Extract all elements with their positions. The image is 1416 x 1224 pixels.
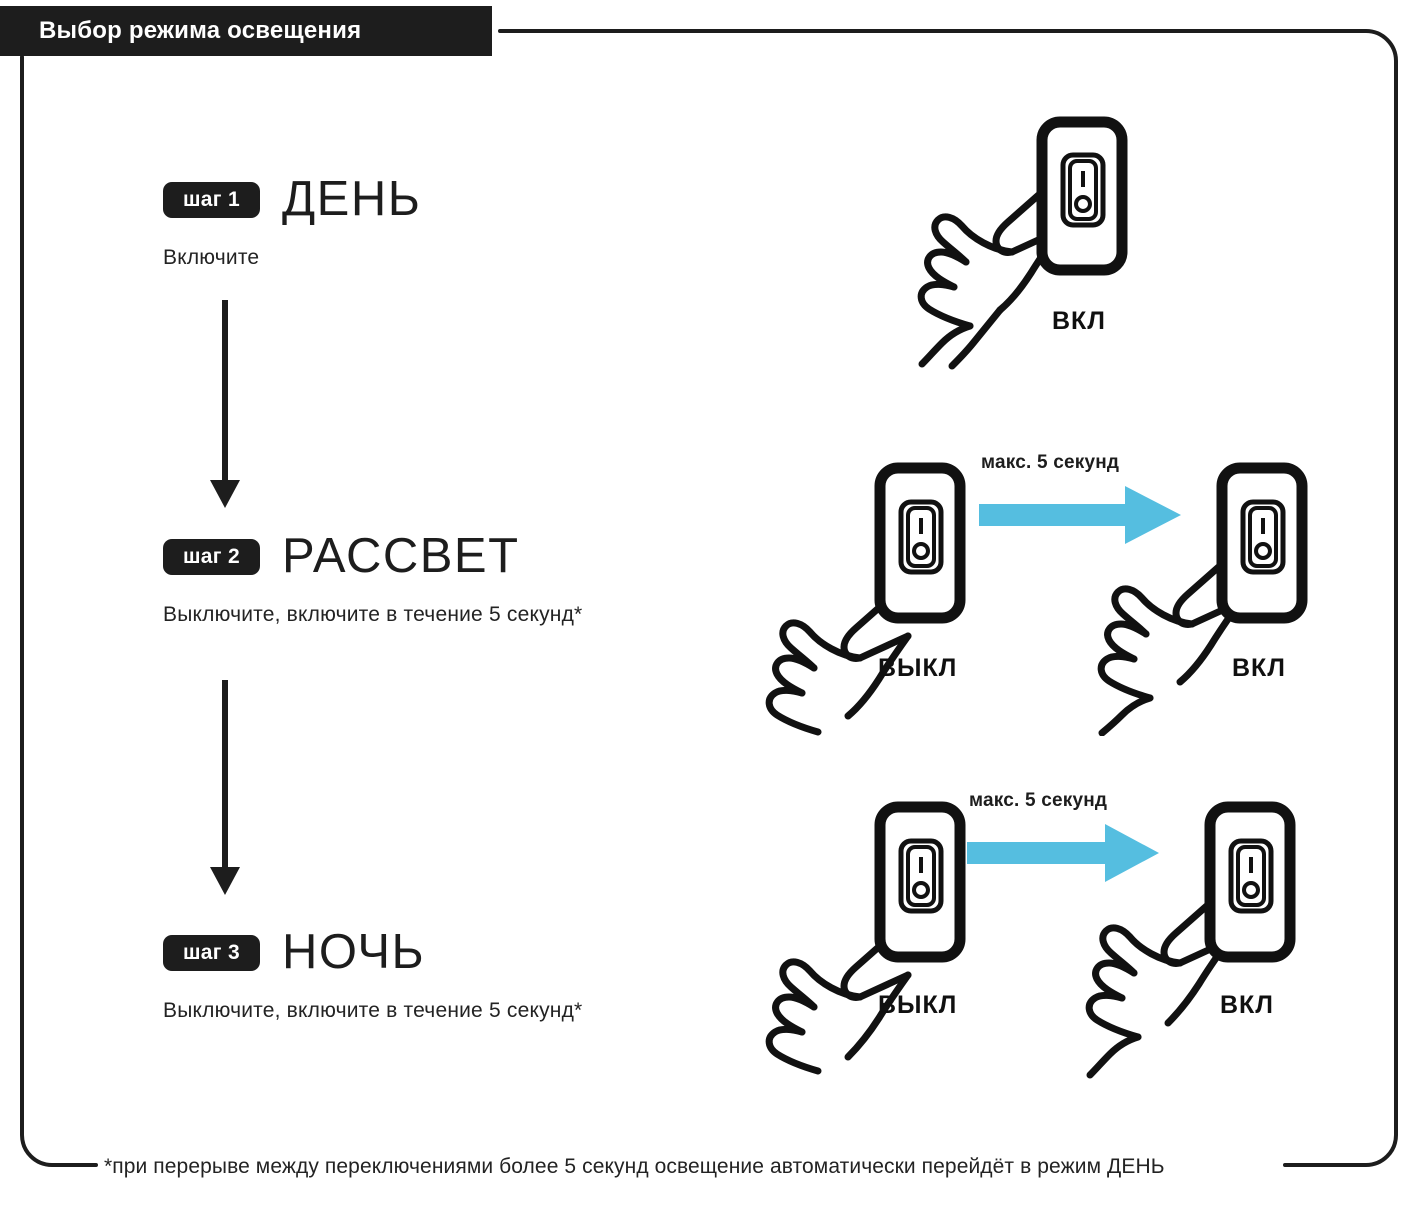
hand-pressing-switch-off <box>765 462 966 736</box>
switch-off-circle-icon <box>912 542 930 560</box>
switch-state-label-row2-right: ВКЛ <box>1232 654 1286 682</box>
blue-arrow-icon-row2 <box>979 486 1181 544</box>
step-1-mode-title: ДЕНЬ <box>281 172 422 226</box>
switch-state-label-row3-left: ВЫКЛ <box>878 991 958 1019</box>
step-3-instruction: Выключите, включите в течение 5 секунд* <box>163 999 583 1022</box>
step-2-badge: шаг 2 <box>163 538 260 575</box>
blue-arrow-icon-row3 <box>967 824 1159 882</box>
step-1-heading: шаг 1 ДЕНЬ <box>163 175 421 224</box>
step-1-instruction: Включите <box>163 246 260 269</box>
flow-arrow-step2-to-step3 <box>210 680 240 895</box>
step-1: шаг 1 ДЕНЬ Включите <box>163 175 421 270</box>
illustration-row-2-off: ВЫКЛ <box>738 456 1038 741</box>
step-2: шаг 2 РАССВЕТ Выключите, включите в тече… <box>163 532 582 627</box>
switch-off-circle-icon <box>1074 195 1092 213</box>
step-2-mode-title: РАССВЕТ <box>281 529 520 583</box>
step-1-badge: шаг 1 <box>163 181 260 218</box>
illustration-row-2-on: ВКЛ <box>1080 456 1380 741</box>
header-banner: Выбор режима освещения <box>0 6 492 56</box>
step-3-heading: шаг 3 НОЧЬ <box>163 928 582 977</box>
hand-pressing-switch-on <box>917 116 1128 370</box>
step-2-heading: шаг 2 РАССВЕТ <box>163 532 582 581</box>
step-3-badge: шаг 3 <box>163 934 260 971</box>
step-3: шаг 3 НОЧЬ Выключите, включите в течение… <box>163 928 582 1023</box>
timer-label-row-3: макс. 5 секунд <box>969 790 1108 811</box>
illustration-row-3-on: ВКЛ <box>1068 795 1368 1085</box>
switch-state-label-row3-right: ВКЛ <box>1220 991 1274 1019</box>
switch-state-label-row2-left: ВЫКЛ <box>878 654 958 682</box>
switch-state-label-row1: ВКЛ <box>1052 307 1106 335</box>
step-3-mode-title: НОЧЬ <box>281 925 426 979</box>
illustration-row-3-off: ВЫКЛ <box>738 795 1038 1085</box>
page-title: Выбор режима освещения <box>39 17 362 44</box>
hand-pressing-switch-off <box>765 801 966 1075</box>
switch-off-circle-icon <box>1254 542 1272 560</box>
illustration-row-1: ВКЛ <box>900 110 1200 375</box>
timer-label-row-2: макс. 5 секунд <box>981 452 1120 473</box>
hand-pressing-switch-on <box>1097 462 1308 737</box>
step-2-instruction: Выключите, включите в течение 5 секунд* <box>163 603 583 626</box>
switch-off-circle-icon <box>912 881 930 899</box>
flow-arrow-step1-to-step2 <box>210 300 240 508</box>
switch-off-circle-icon <box>1242 881 1260 899</box>
hand-pressing-switch-on <box>1085 801 1296 1079</box>
footnote-text: *при перерыве между переключениями более… <box>104 1155 1165 1178</box>
